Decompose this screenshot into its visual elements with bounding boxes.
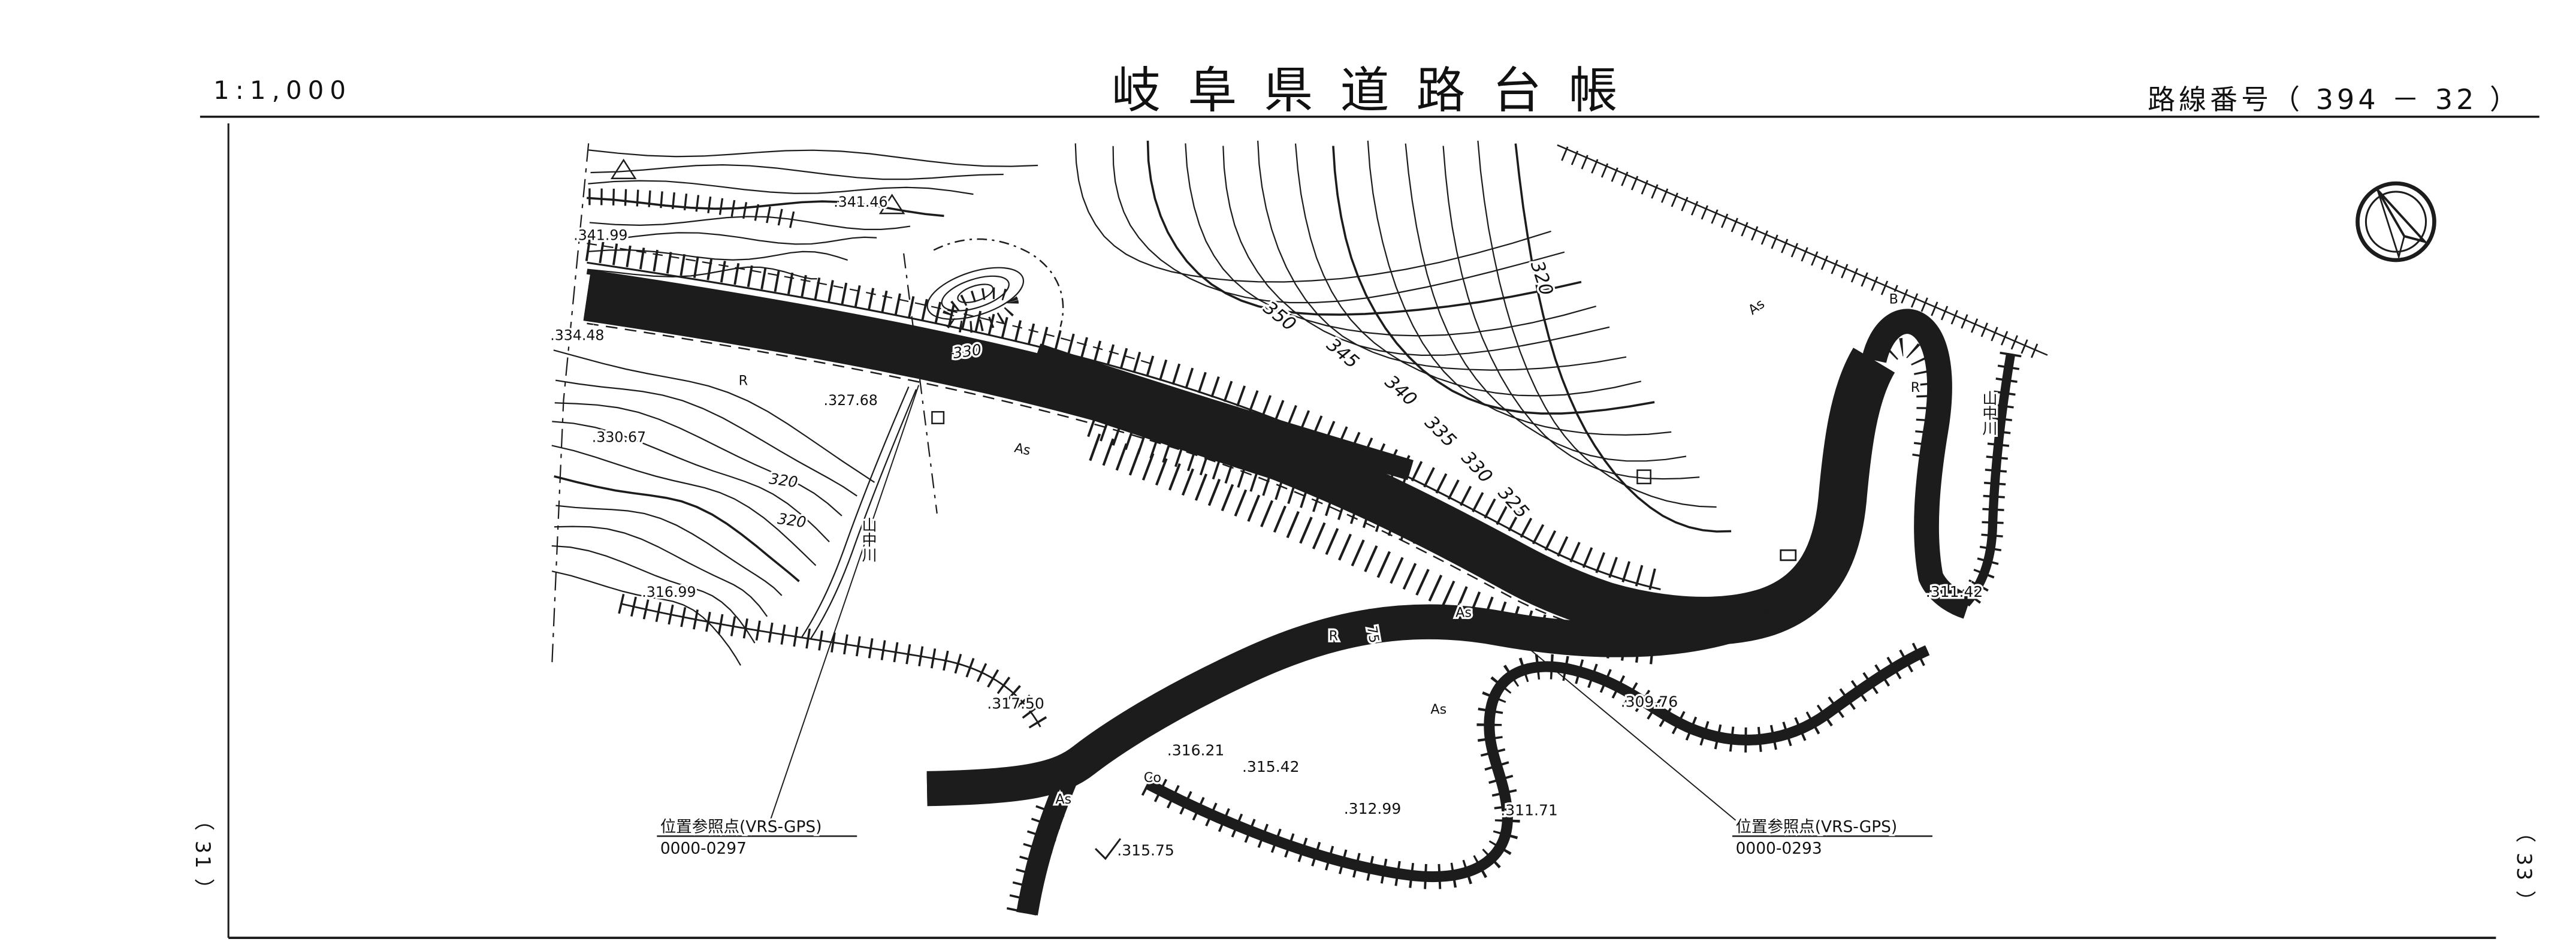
contour-lines-right-hill [1074,140,1732,533]
route-number: 路線番号（ 394 － 32 ） [2148,83,2521,116]
spot-height: .315.75 [1117,841,1174,859]
ref-point-id: 0000-0293 [1736,840,1822,858]
frame-lines [200,115,2539,939]
structure-label-b: B [1889,291,1898,307]
surface-label-as: As [1013,440,1032,458]
surface-label-r: R [739,373,748,389]
spot-height: .312.99 [1344,800,1402,817]
ref-point-label: 位置参照点(VRS-GPS) [660,817,822,836]
map-labels: 350345340335330325320330320320.341.46.34… [548,192,2000,861]
contour-label-320-left-a: 320 [768,470,799,491]
station-label: 75 [1364,625,1382,644]
spot-height: .334.48 [550,327,604,344]
contour-label-345: 345 [1322,334,1363,373]
surface-label-as: As [1430,702,1446,717]
surface-label-r: R [1911,380,1920,395]
spot-height: .316.21 [1167,741,1225,759]
river-name: 山中川 [1982,390,1997,437]
reference-leaders [657,385,1932,837]
survey-marks [610,158,1797,861]
spot-height: .311.42 [1926,583,1983,600]
surface-label-as: As [1055,792,1071,807]
surface-label-as: As [1745,296,1768,318]
contour-label-335: 335 [1421,412,1460,452]
river-name: 山中川 [862,517,877,564]
contour-label-325: 325 [1494,482,1533,523]
spot-height: .327.68 [824,392,878,409]
surface-label-as: As [1455,605,1472,620]
contour-lines-left-upper [587,149,1038,280]
right-sheet-ref: （ 33 ） [2512,822,2536,913]
spot-height: .330.67 [592,428,646,445]
spot-height: .341.46 [833,194,887,210]
spot-height: .309.76 [1621,693,1678,711]
contour-label-320-left-b: 320 [777,510,807,531]
contour-label-330: 330 [1457,448,1496,488]
left-sheet-ref: （ 31 ） [191,810,215,901]
spot-height: .311.71 [1500,802,1558,819]
page-title: 岐阜県道路台帳 [1112,62,1645,119]
surface-label-co: Co [1144,770,1161,786]
spot-height: .317.50 [987,695,1044,712]
map-scale: 1:1,000 [213,76,352,105]
ref-point-label: 位置参照点(VRS-GPS) [1736,817,1898,836]
ref-point-id: 0000-0297 [660,840,747,858]
contour-lines-left-lower [551,349,875,666]
roads [583,243,1972,916]
spot-height: .316.99 [642,584,696,600]
river [801,351,2022,889]
surface-label-r: R [1329,628,1338,644]
contour-label-340: 340 [1381,372,1421,410]
north-compass-icon [2355,181,2436,262]
spot-height: .341.99 [573,227,627,244]
spot-height: .315.42 [1242,758,1300,775]
